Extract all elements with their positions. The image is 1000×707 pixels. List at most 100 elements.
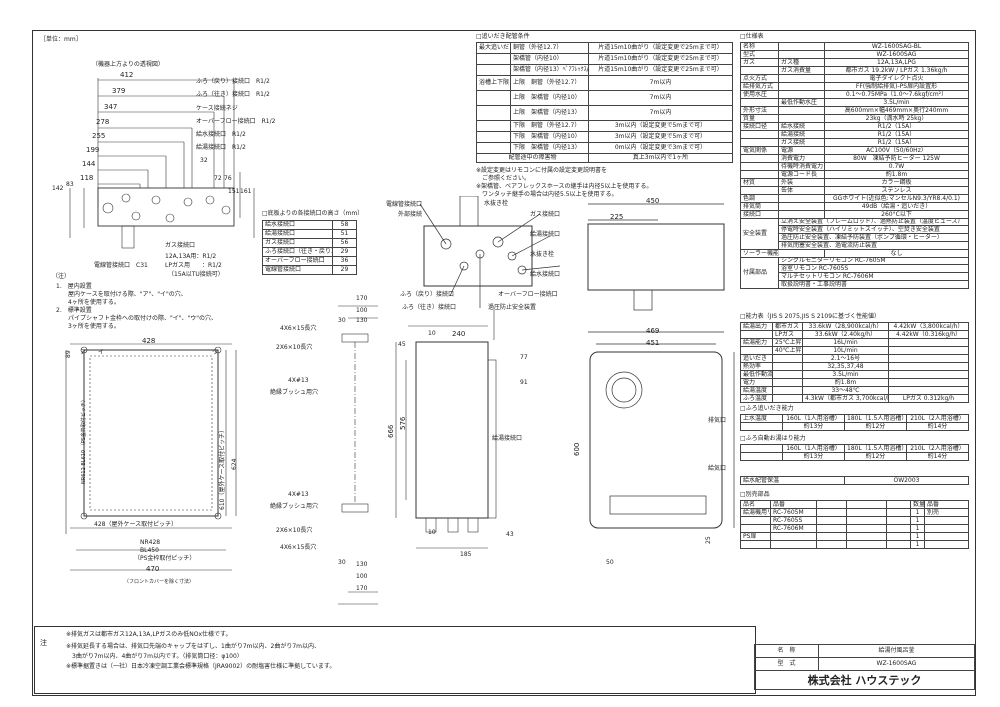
case-dim-89: 89 <box>65 350 72 358</box>
capability-title: □能力表（JIS S 2075,JIS S 2109に基づく性能値） <box>740 313 881 320</box>
table-row: 外形寸法高600mm×幅469mm×奥行240mm <box>740 106 969 115</box>
case-width-428: 428 <box>142 337 156 345</box>
sv-170-bottom: 170 <box>356 585 368 592</box>
note-line-5: パイプシャフト金枠への取付けの際、"イ"、"ウ"の穴、 <box>56 315 218 322</box>
table-row: 電力約1.8m <box>740 378 969 387</box>
table-row: 配管途中の障害物真上3m以内で1ヶ所 <box>476 153 733 163</box>
table-row: 上限 架橋管（内径13）7m以内 <box>476 105 733 121</box>
sv-77: 77 <box>520 354 528 361</box>
rv-225: 225 <box>610 213 624 221</box>
width-347: 347 <box>104 103 118 111</box>
width-255: 255 <box>92 132 106 140</box>
rv-450: 450 <box>646 197 660 205</box>
table-row: 缶体ステンレス <box>740 186 969 195</box>
rv-600: 600 <box>573 442 581 456</box>
piping-note-1: ※設定変更はリモコンに付属の設定変更説明書を <box>476 167 608 174</box>
case-dim-610: 610（屋外ケース取付ピッチ） <box>219 426 226 510</box>
callout-water-in: 給水接続口 R1/2 <box>196 131 246 138</box>
table-row: 下限 架橋管（内径13）0m以内（設定変更で3mまで可） <box>476 142 733 154</box>
height-83: 83 <box>66 181 74 188</box>
sv-45: 45 <box>398 341 406 348</box>
width-199: 199 <box>86 146 100 154</box>
elec-label: 電線管接続口 C31 <box>94 262 148 269</box>
callout-overflow: オーバーフロー接続口 R1/2 <box>196 118 276 125</box>
table-row: 取扱説明書・工事説明書 <box>741 280 969 289</box>
company-name: 株式会社 ハウステック <box>754 670 975 690</box>
bottom-note-4: ※標準据置きは（一社）日本冷凍空調工業会標準規格（JRA9002）の耐塩害仕様に… <box>66 663 336 670</box>
bottom-note-1: ※排気ガスは都市ガス12A,13A,LPガスのみ低NOx仕様です。 <box>66 631 232 638</box>
lp-spec: LPガス用 ：R1/2 <box>165 262 222 269</box>
accessory-title: □別売部品 <box>740 491 770 498</box>
table-row: 点火方式電子ダイレクト点火 <box>740 74 969 83</box>
bv-drain-2: 水抜き栓 <box>530 251 555 258</box>
bv-external: 外部接続 <box>398 211 423 218</box>
sv-2x6x10-top: 2X6×10長穴 <box>276 344 313 351</box>
case-width-470: 470 <box>146 565 160 573</box>
bv-bath-supply: ふろ（往き）接続口 <box>402 304 457 311</box>
note-line-6: 3ヶ所を使用する。 <box>56 323 120 330</box>
top-view-drawing <box>69 78 255 249</box>
rv-451: 451 <box>646 339 660 347</box>
title-model-value: WZ-1600SAG <box>818 657 975 671</box>
bv-elec: 電線管接続口 <box>386 201 423 208</box>
notes-title: （注） <box>52 273 71 280</box>
height-72: 72 <box>214 175 222 182</box>
note-line-3: 4ヶ所を使用する。 <box>56 299 120 306</box>
bottom-note-2: ※排気延長する場合は、排気口先端のキャップをはずし、1曲がり7m以内、2曲がり7… <box>66 643 320 650</box>
gas-label: ガス接続口 <box>165 242 196 249</box>
sv-130-top: 130 <box>356 317 368 324</box>
table-row: 最大追いだき配管銅管（外径12.7）片道15m10曲がり（設定変更で25mまで可… <box>476 42 733 54</box>
rv-exhaust: 排気口 <box>708 417 727 424</box>
table-row: 下限 銅管（外径12.7）3m以内（設定変更で5mまで可） <box>476 120 733 132</box>
sv-4x13-bottom: 4X#13 <box>288 491 309 498</box>
table-row: 架橋管（内径13）ﾍﾞｱﾌﾚｯｸｽ/ﾘﾌﾚｯｸｽ(内径13)片道15m10曲がり… <box>476 64 733 76</box>
case-nr428: NR428 <box>140 539 161 546</box>
bv-bath-return: ふろ（戻り）接続口 <box>400 291 455 298</box>
height-32: 32 <box>200 157 208 164</box>
title-name-value: 給湯付風呂釜 <box>818 644 975 658</box>
sv-10-bottom: 10 <box>428 529 436 536</box>
sheet-frame <box>32 30 976 696</box>
sv-4x6x15-bottom: 4X6×15長穴 <box>280 544 317 551</box>
table-row: 型 式 WZ-1600SAG <box>754 657 975 671</box>
rv-469: 469 <box>646 327 660 335</box>
sv-bushing-top: 絶縁ブッシュ用穴 <box>270 389 319 396</box>
table-row: 株式会社 ハウステック <box>754 670 975 690</box>
title-name-label: 名 称 <box>754 644 819 658</box>
heights-table-title: □底板よりの各接続口の高さ（mm） <box>262 210 364 217</box>
callout-case-screw: ケース接続ネジ <box>196 105 238 112</box>
sv-576: 576 <box>399 416 407 430</box>
title-block: 名 称 給湯付風呂釜 型 式 WZ-1600SAG 株式会社 ハウステック <box>754 644 975 690</box>
note-line-1: 1. 屋内設置 <box>56 283 92 290</box>
sv-240: 240 <box>452 330 466 338</box>
mark-a: ア <box>80 349 87 356</box>
bv-overflow: オーバーフロー接続口 <box>498 291 558 298</box>
sv-4x6x15-top: 4X6×15長穴 <box>280 325 317 332</box>
unit-label: ［単位：mm］ <box>40 36 82 43</box>
sv-91: 91 <box>520 379 528 386</box>
bv-relief: 過圧防止安全装置 <box>488 304 537 311</box>
sv-hot-label: 給湯接続口 <box>492 435 523 442</box>
sv-43: 43 <box>506 531 514 538</box>
sv-130-bottom: 130 <box>356 561 368 568</box>
